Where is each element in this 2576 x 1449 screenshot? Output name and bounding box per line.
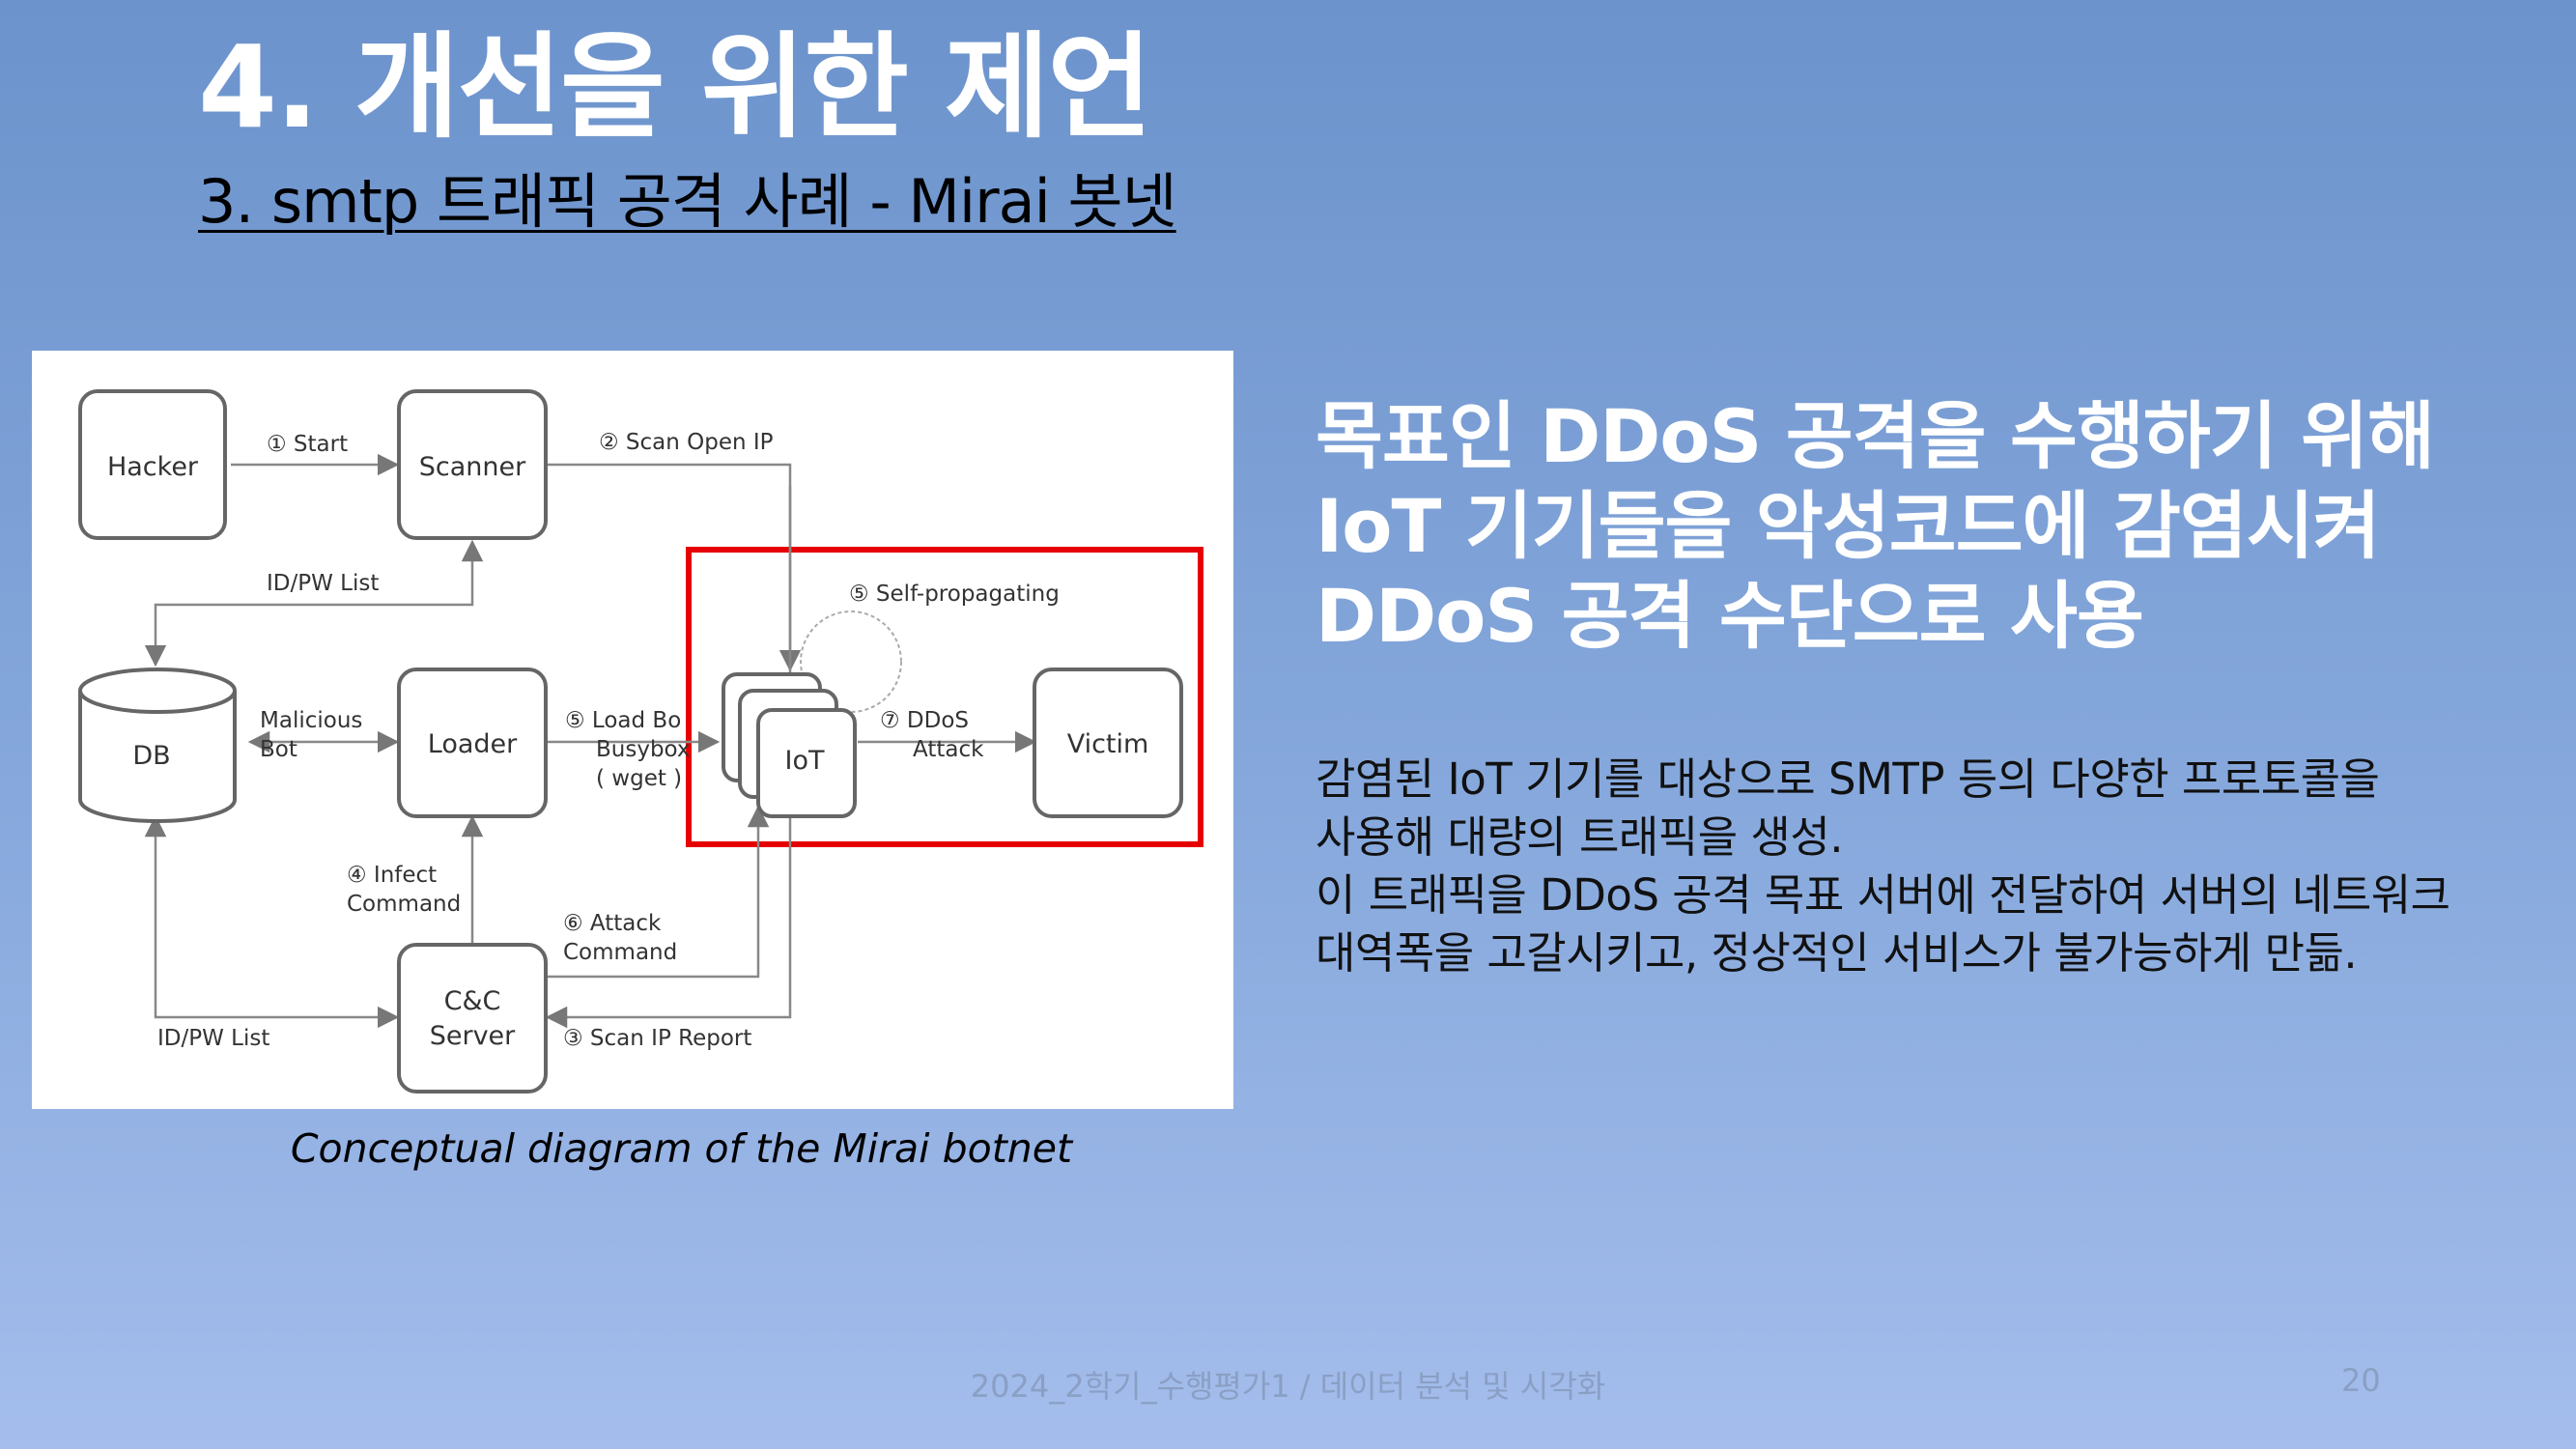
edge-idpw-bottom <box>144 814 400 1029</box>
edge-label-infect-2: Command <box>347 892 461 917</box>
node-loader-label: Loader <box>428 729 518 759</box>
body-line-2: 사용해 대량의 트래픽을 생성. <box>1316 811 1844 863</box>
edge-label-ddos-1: ⑦ DDoS <box>880 708 969 733</box>
node-db-label: DB <box>132 741 170 771</box>
edge-attack-command <box>548 805 770 979</box>
body-line-3: 이 트래픽을 DDoS 공격 목표 서버에 전달하여 서버의 네트워크 <box>1316 869 2450 921</box>
slide-title: 4. 개선을 위한 제언 <box>198 20 1152 154</box>
edge-label-self-propagating: ⑤ Self-propagating <box>849 582 1060 607</box>
edge-label-scan-open-ip: ② Scan Open IP <box>599 430 774 455</box>
edge-label-idpw-bottom: ID/PW List <box>157 1026 269 1051</box>
node-victim-label: Victim <box>1067 729 1149 759</box>
edge-label-load-bot-3: ( wget ) <box>596 766 682 791</box>
node-scanner-label: Scanner <box>419 452 526 482</box>
edge-scan-ip-report <box>545 486 792 1029</box>
mirai-diagram: Hacker Scanner DB Loader IoT Victim C&C … <box>32 351 1233 1109</box>
slide-subtitle: 3. smtp 트래픽 공격 사례 - Mirai 봇넷 <box>198 166 1177 237</box>
edge-scan-open-ip <box>548 463 802 672</box>
node-hacker <box>78 389 227 540</box>
node-cnc-label-2: Server <box>430 1021 516 1051</box>
page-number: 20 <box>2341 1362 2381 1399</box>
node-loader <box>397 668 548 818</box>
edge-label-scan-ip-report: ③ Scan IP Report <box>563 1026 751 1051</box>
edge-idpw-top <box>144 539 484 668</box>
edge-label-infect-1: ④ Infect <box>347 863 437 888</box>
footer-text: 2024_2학기_수행평가1 / 데이터 분석 및 시각화 <box>970 1368 1606 1405</box>
highlight-box <box>686 547 1203 847</box>
headline-line-3: DDoS 공격 수단으로 사용 <box>1316 573 2144 659</box>
node-cnc-label-1: C&C <box>444 986 501 1016</box>
headline-line-1: 목표인 DDoS 공격을 수행하기 위해 <box>1316 393 2435 479</box>
node-hacker-label: Hacker <box>107 452 199 482</box>
body-line-4: 대역폭을 고갈시키고, 정상적인 서비스가 불가능하게 만듦. <box>1316 927 2358 979</box>
edge-label-attack-cmd-1: ⑥ Attack <box>563 911 662 936</box>
edge-label-load-bot-1: ⑤ Load Bo <box>565 708 681 733</box>
node-victim <box>1033 668 1183 818</box>
headline: 목표인 DDoS 공격을 수행하기 위해 IoT 기기들을 악성코드에 감염시켜… <box>1316 391 2533 661</box>
body-line-1: 감염된 IoT 기기를 대상으로 SMTP 등의 다양한 프로토콜을 <box>1316 753 2380 805</box>
edge-label-ddos-2: Attack <box>913 737 984 762</box>
headline-line-2: IoT 기기들을 악성코드에 감염시켜 <box>1316 483 2381 569</box>
edge-label-malicious-2: Bot <box>260 737 297 762</box>
node-cnc <box>397 943 548 1094</box>
self-propagating-loop <box>800 611 902 713</box>
edge-label-idpw-top: ID/PW List <box>267 571 379 596</box>
node-iot-label: IoT <box>785 746 825 776</box>
edge-label-start: ① Start <box>267 432 348 457</box>
edge-label-load-bot-2: Busybox <box>596 737 691 762</box>
node-db <box>78 668 237 823</box>
figure-caption: Conceptual diagram of the Mirai botnet <box>290 1125 1073 1172</box>
edge-label-malicious-1: Malicious <box>260 708 362 733</box>
edge-label-attack-cmd-2: Command <box>563 940 677 965</box>
body-text: 감염된 IoT 기기를 대상으로 SMTP 등의 다양한 프로토콜을 사용해 대… <box>1316 751 2562 982</box>
node-scanner <box>397 389 548 540</box>
node-iot <box>756 708 857 818</box>
